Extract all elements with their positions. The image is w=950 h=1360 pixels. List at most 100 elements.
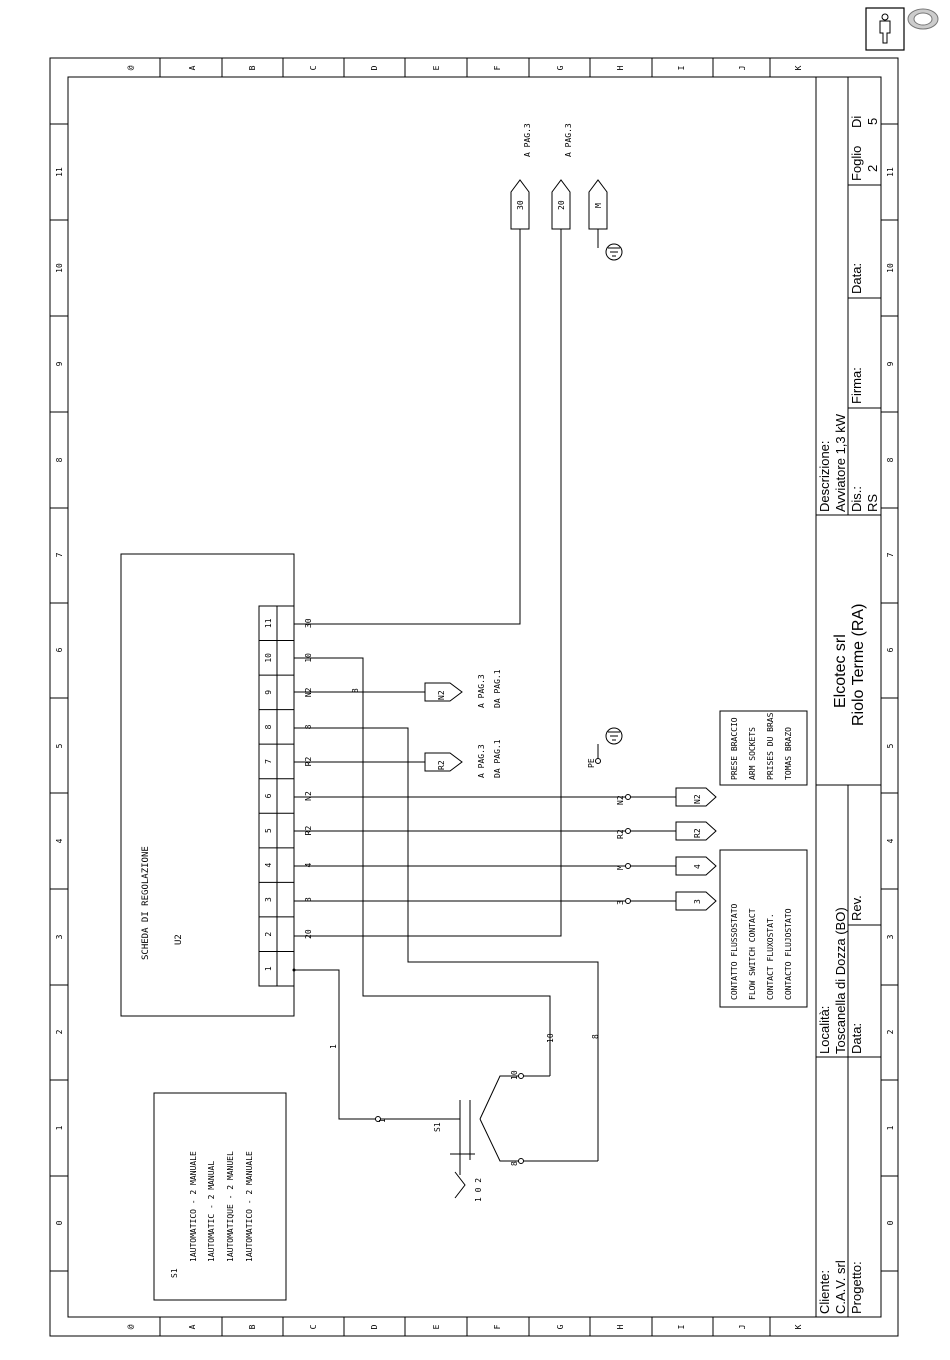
- grid-col-number: 0: [55, 1220, 64, 1225]
- flow-note-line: FLOW SWITCH CONTACT: [748, 908, 757, 1000]
- grid-col-number: 11: [886, 167, 895, 177]
- legend-line: 1AUTOMATIC - 2 MANUAL: [207, 1161, 216, 1262]
- switch-id: S1: [433, 1122, 442, 1132]
- flow-note-box: [719, 849, 808, 1008]
- board-pin-number: 6: [264, 793, 273, 798]
- offpage-20-ref: A PAG.3: [564, 123, 573, 157]
- grid-row-letter: J: [738, 1325, 747, 1330]
- grid-row-letter: F: [493, 1324, 502, 1329]
- board-wire-label: N2: [304, 791, 313, 801]
- grid-col-number: 4: [886, 838, 895, 843]
- foglio-value: 2: [865, 165, 880, 172]
- wire-terminals: [375, 758, 631, 1164]
- grid-row-letter: G: [556, 65, 565, 70]
- grid-col-number: 2: [55, 1029, 64, 1034]
- offpage-20: [551, 179, 571, 230]
- offpage-30-ref: A PAG.3: [523, 123, 532, 157]
- grid-col-number: 2: [886, 1029, 895, 1034]
- ground-icon: [605, 243, 623, 261]
- grid-row-letter: H: [616, 1324, 625, 1329]
- grid-row-letter: E: [432, 1324, 441, 1329]
- di-label: Di: [849, 116, 864, 128]
- board-pin-number: 9: [264, 690, 273, 695]
- offpage-r2-ref2: DA PAG.1: [493, 739, 502, 778]
- legend-line: 1AUTOMATIQUE - 2 MANUEL: [226, 1151, 235, 1262]
- offpage-m: [588, 179, 608, 230]
- grid-col-number: 7: [55, 552, 64, 557]
- offpage-n2: [424, 682, 463, 702]
- logo-badge: [865, 7, 939, 51]
- grid-col-number: 3: [886, 934, 895, 939]
- grid-row-letter: E: [432, 65, 441, 70]
- offpage-30: [510, 179, 530, 230]
- grid-col-number: 5: [55, 743, 64, 748]
- offpage-n2-tag: N2: [437, 690, 446, 700]
- flow-note-line: CONTACTO FLUJOSTATO: [784, 908, 793, 1000]
- wire-junctions: [292, 968, 296, 972]
- board-wire-label: 4: [304, 863, 313, 868]
- grid-col-number: 7: [886, 552, 895, 557]
- grid-row-letter: @: [126, 1324, 135, 1329]
- grid-col-number: 4: [55, 838, 64, 843]
- board-pin-number: 11: [264, 618, 273, 628]
- control-board: [120, 553, 295, 1017]
- sockets-note-line: TOMAS BRAZO: [784, 727, 793, 780]
- legend-line: 1AUTOMATICO - 2 MANUALE: [245, 1151, 254, 1262]
- grid-row-letter: A: [188, 1324, 197, 1329]
- terminal-box-n2-label: N2: [693, 794, 702, 804]
- grid-row-letter: I: [677, 1324, 686, 1329]
- dis-label: Dis.:: [849, 486, 864, 512]
- offpage-r2: [424, 752, 463, 772]
- switch-term-1: 1: [378, 1118, 387, 1123]
- grid-row-letter: A: [188, 65, 197, 70]
- terminal-box-3: [675, 891, 717, 911]
- offpage-r2-tag: R2: [437, 760, 446, 770]
- desc-label: Descrizione:: [817, 440, 832, 512]
- terminal-box-r2-label: R2: [693, 828, 702, 838]
- board-pin-number: 7: [264, 759, 273, 764]
- drawing-frame: [49, 57, 899, 1337]
- switch-term-8: 8: [510, 1161, 519, 1166]
- company-city: Riolo Terme (RA): [850, 604, 867, 726]
- board-wire-label: 30: [304, 618, 313, 628]
- sockets-note-line: PRESE BRACCIO: [730, 717, 739, 780]
- board-wire-label: 8: [304, 724, 313, 729]
- terminal-m-label: M: [616, 865, 625, 870]
- desc-value: Avviatore 1,3 kW: [833, 413, 848, 512]
- grid-col-number: 6: [55, 647, 64, 652]
- board-id: U2: [174, 934, 184, 945]
- grid-col-number: 0: [886, 1220, 895, 1225]
- progetto-label: Progetto:: [849, 1261, 864, 1314]
- pe-ground-icon: [605, 727, 623, 745]
- offpage-20-tag: 20: [557, 200, 566, 210]
- di-value: 5: [865, 118, 880, 125]
- grid-col-number: 9: [886, 361, 895, 366]
- grid-col-number: 1: [886, 1125, 895, 1130]
- board-pin-number: 5: [264, 828, 273, 833]
- grid-col-number: 6: [886, 647, 895, 652]
- grid-col-number: 11: [55, 167, 64, 177]
- terminal-box-3-label: 3: [693, 899, 702, 904]
- grid-col-number: 8: [886, 457, 895, 462]
- board-pin-number: 4: [264, 863, 273, 868]
- terminal-3-label: 3: [616, 900, 625, 905]
- grid-row-letter: G: [556, 1324, 565, 1329]
- rev-label: Rev.: [849, 895, 864, 921]
- grid-row-letter: C: [309, 65, 318, 70]
- cliente-value: C.A.V. srl: [833, 1260, 848, 1314]
- grid-col-number: 1: [55, 1125, 64, 1130]
- sockets-note-box: [719, 710, 808, 786]
- legend-line: 1AUTOMATICO - 2 MANUALE: [189, 1151, 198, 1262]
- cliente-label: Cliente:: [817, 1270, 832, 1314]
- flow-note-line: CONTACT FLUXOSTAT.: [766, 913, 775, 1000]
- firma-label: Firma:: [849, 367, 864, 404]
- grid-row-letter: J: [738, 66, 747, 71]
- terminal-box-r2: [675, 821, 717, 841]
- grid-col-number: 8: [55, 457, 64, 462]
- sockets-note-line: ARM SOCKETS: [748, 727, 757, 780]
- terminal-box-4-label: 4: [693, 864, 702, 869]
- grid-col-number: 3: [55, 934, 64, 939]
- grid-col-number: 10: [55, 263, 64, 273]
